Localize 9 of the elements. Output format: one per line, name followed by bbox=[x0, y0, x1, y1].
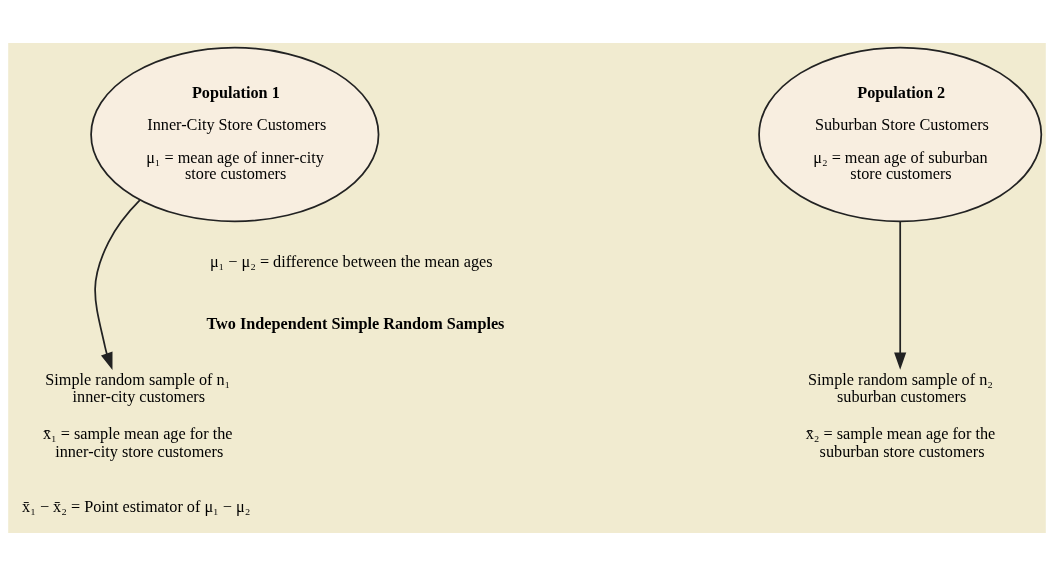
arrow bbox=[94, 198, 141, 370]
node-text: Simple random sample of n₁ inner-city customers x̄₁ = sample mean age for the inner-city store customers bbox=[42, 370, 233, 461]
node-ellipse: Population 1 Inner-City Store Customers μ₁ = mean age of inner-city store customers bbox=[90, 46, 380, 222]
node-text: Simple random sample of n₂ suburban customers x̄₂ = sample mean age for the suburban store customers bbox=[805, 370, 996, 461]
arrow bbox=[894, 220, 907, 370]
label: x̄₁ − x̄₂ = Point estimator of μ₁ − μ₂ bbox=[22, 497, 251, 516]
label: μ₁ − μ₂ = difference between the mean ages bbox=[209, 252, 493, 271]
label: Two Independent Simple Random Samples bbox=[206, 314, 505, 333]
node-ellipse: Population 2 Suburban Store Customers μ₂ = mean age of suburban store customers bbox=[758, 46, 1043, 222]
